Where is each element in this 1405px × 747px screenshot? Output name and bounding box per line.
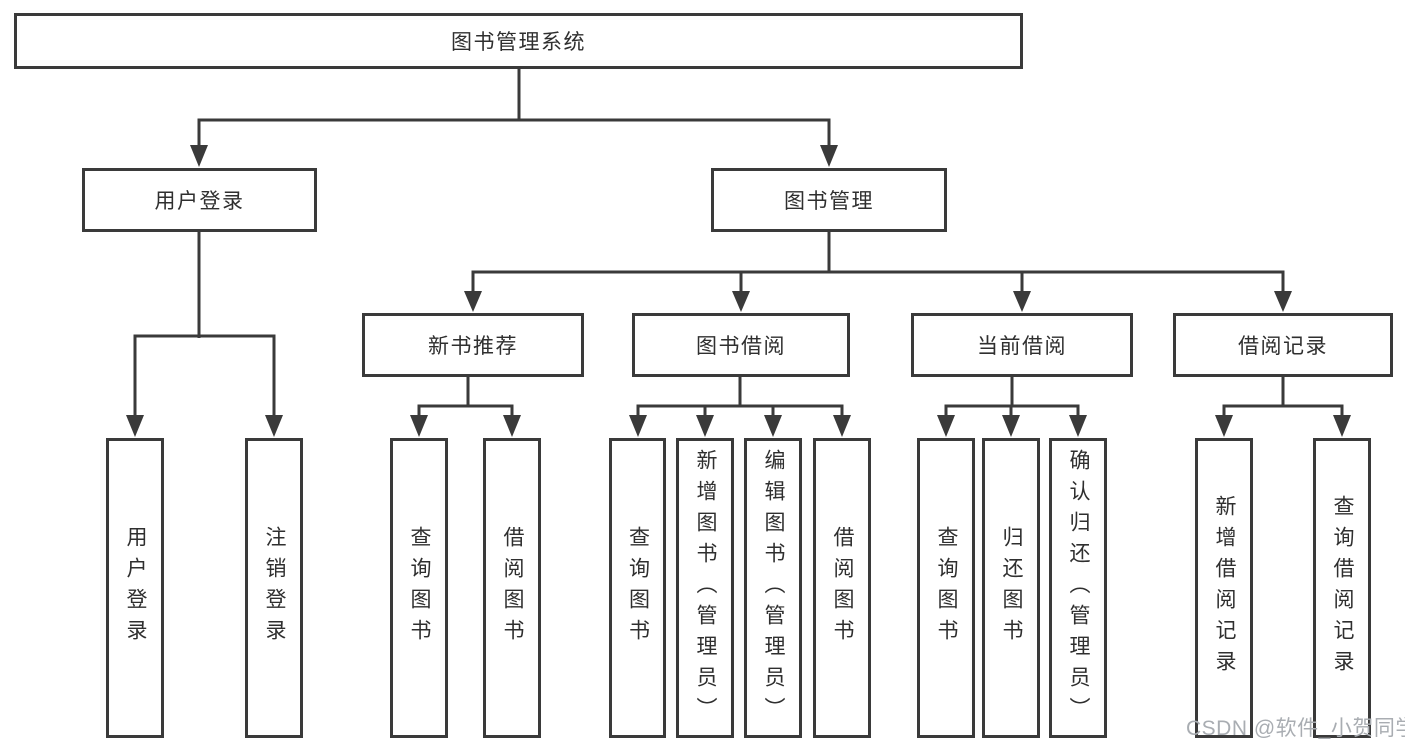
node-borrow-records: 借阅记录 [1173,313,1393,377]
node-book-management: 图书管理 [711,168,947,232]
node-current-borrowing: 当前借阅 [911,313,1133,377]
node-leaf-query-book-3: 查询图书 [917,438,975,738]
node-leaf-logout: 注销登录 [245,438,303,738]
node-leaf-confirm-return-admin: 确认归还（管理员） [1049,438,1107,738]
node-leaf-query-book-1: 查询图书 [390,438,448,738]
node-leaf-add-book-admin: 新增图书（管理员） [676,438,734,738]
node-leaf-add-borrow-record: 新增借阅记录 [1195,438,1253,738]
node-leaf-borrow-book-2: 借阅图书 [813,438,871,738]
node-new-book-recommend: 新书推荐 [362,313,584,377]
node-leaf-return-book: 归还图书 [982,438,1040,738]
node-book-borrowing: 图书借阅 [632,313,850,377]
node-user-login: 用户登录 [82,168,317,232]
node-leaf-edit-book-admin: 编辑图书（管理员） [744,438,802,738]
csdn-watermark: CSDN @软件_小贺同学 [1186,717,1405,740]
node-leaf-query-book-2: 查询图书 [609,438,666,738]
node-leaf-user-login: 用户登录 [106,438,164,738]
node-library-system-root: 图书管理系统 [14,13,1023,69]
node-leaf-query-borrow-record: 查询借阅记录 [1313,438,1371,738]
node-leaf-borrow-book-1: 借阅图书 [483,438,541,738]
